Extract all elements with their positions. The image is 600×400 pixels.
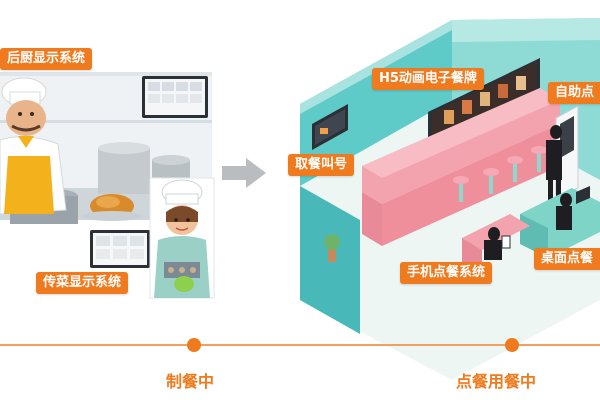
kitchen-display-monitor	[142, 76, 208, 118]
flow-arrow	[222, 158, 266, 188]
bar-stools	[453, 146, 547, 202]
left-wall	[300, 20, 452, 186]
serving-display-tablet	[90, 230, 150, 268]
pink-booth	[362, 88, 560, 246]
timeline-dot-ordering	[505, 338, 519, 352]
mobile-order-label: 手机点餐系统	[400, 262, 493, 284]
kitchen-scene	[0, 72, 215, 299]
serving-display-label: 传菜显示系统	[36, 272, 129, 294]
stock-pot	[98, 148, 150, 194]
kitchen-shelf-line	[0, 72, 212, 76]
pickup-monitor	[312, 104, 348, 150]
table-order-label: 桌面点餐	[534, 248, 600, 270]
self-order-kiosk	[546, 105, 579, 208]
floor-plant	[324, 234, 340, 262]
restaurant-scene	[300, 18, 600, 380]
head-chef	[0, 77, 67, 215]
timeline-dot-cooking	[187, 338, 201, 352]
table-order-area	[520, 186, 600, 258]
backend-display-label: 后厨显示系统	[0, 48, 93, 70]
self-order-label: 自助点	[548, 82, 600, 104]
kitchen-wall-rail	[0, 120, 212, 123]
stage-label-cooking: 制餐中	[166, 372, 215, 391]
h5-sign-label: H5动画电子餐牌	[372, 68, 484, 90]
pickup-call-label: 取餐叫号	[288, 154, 355, 176]
timeline-line	[0, 344, 600, 346]
stage-label-ordering: 点餐用餐中	[456, 372, 537, 391]
female-chef	[149, 177, 215, 299]
